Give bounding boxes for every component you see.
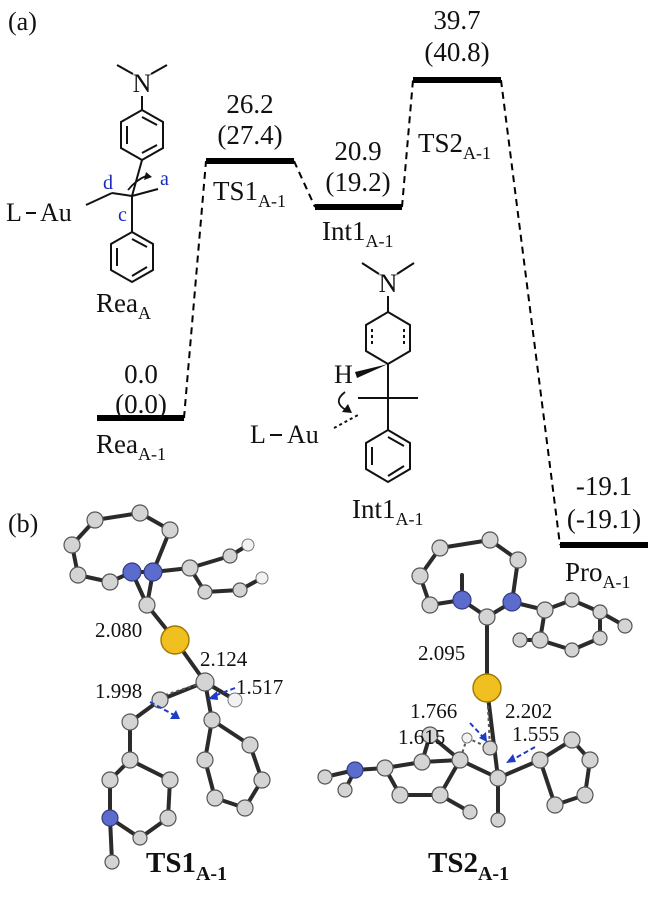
connector-int1-ts2 [401,79,414,208]
energy-int1-2: (19.2) [325,167,390,197]
label-ts2: TS2A-1 [418,128,491,163]
energy-ts1: 26.2 [226,89,273,119]
energy-int1: 20.9 [334,136,381,166]
int1-atom-h: H [334,360,353,389]
label-pro: ProA-1 [565,557,631,592]
panel-label-b: (b) [8,509,38,538]
energy-ts2-2: (40.8) [424,37,489,67]
ts2-dist-au-h: 2.202 [505,699,552,723]
ts2-dist-au-carbene: 2.095 [418,641,465,665]
ts1-dist-au-c: 2.124 [200,647,248,671]
ts1-dist-c-c-left: 1.998 [95,679,142,703]
ts2-arrow-left [469,722,485,739]
ts1-title: TS1A-1 [146,847,227,885]
energy-ts2: 39.7 [433,5,480,35]
ts2-atoms [317,531,633,828]
ts1-atoms [63,504,271,870]
energy-pro: -19.1 [576,471,632,501]
metal-au: Au [40,198,72,227]
ts2-dist-c-c: 1.555 [512,722,559,746]
connector-ts2-pro [500,79,561,546]
int1-metal-au: Au [287,420,319,449]
ts1-dist-au-carbene: 2.080 [95,618,142,642]
label-d: d [103,172,113,194]
label-ts1: TS1A-1 [213,176,286,211]
ts1-dist-c-c-right: 1.517 [236,675,283,699]
model-ts1: 2.080 2.124 1.998 1.517 TS1A-1 [63,504,283,885]
energy-rea-2: (0.0) [115,389,167,419]
label-a: a [160,168,169,190]
ligand-l: L [6,198,22,227]
structure-label-rea-a: ReaA [96,288,151,323]
int1-ligand-l: L [250,420,266,449]
ts1-arrow-left [149,701,177,717]
ts2-arrow-right [511,746,536,761]
ts1-arrow-right [213,687,236,697]
connector-rea-ts1 [183,160,207,419]
panel-label-a: (a) [8,7,37,36]
connector-ts1-int1 [293,160,316,208]
label-int1: Int1A-1 [322,216,394,251]
ts2-dist-h-c-ring: 1.615 [398,725,445,749]
label-c: c [118,204,127,226]
structure-int1: N H L Au Int1A-1 [250,262,424,529]
ts2-title: TS2A-1 [428,847,509,885]
energy-rea: 0.0 [124,359,158,389]
model-ts2: 2.095 1.766 2.202 1.615 1.555 TS2A-1 [317,531,633,885]
int1-atom-n: N [379,269,398,298]
atom-n: N [133,69,152,98]
energy-ts1-2: (27.4) [217,120,282,150]
label-rea: ReaA-1 [96,429,166,464]
ts2-dist-h-c: 1.766 [410,699,457,723]
structure-rea-a: N L Au d a c ReaA [6,64,169,323]
structure-label-int1: Int1A-1 [352,494,424,529]
energy-pro-2: (-19.1) [567,504,641,534]
